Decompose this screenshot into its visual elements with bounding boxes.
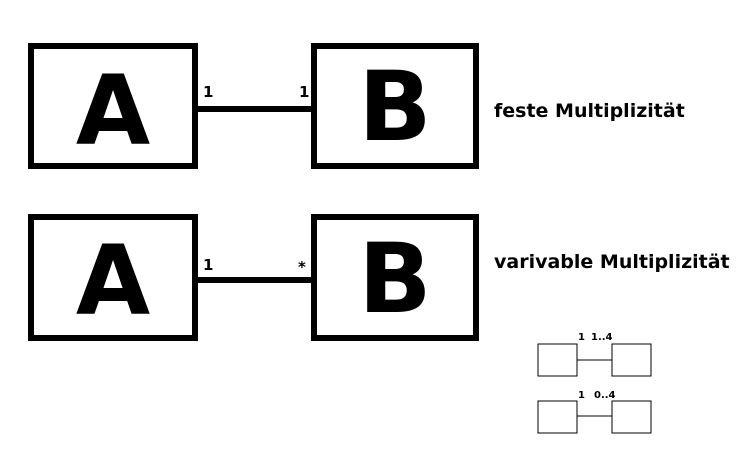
association-fixed: A 1 1 B feste Multiplizität	[28, 43, 685, 169]
class-box-a	[28, 214, 198, 341]
multiplicity-left: 1	[203, 83, 213, 101]
mini-box-left	[537, 400, 578, 434]
multiplicity-right: *	[298, 258, 306, 276]
class-box-b-label: B	[358, 223, 431, 335]
class-box-b-label: B	[358, 51, 431, 163]
mini-box-right	[611, 400, 652, 434]
class-box-b	[311, 43, 479, 169]
class-box-a	[28, 43, 198, 169]
mini-multiplicity-left: 1	[578, 390, 585, 401]
mini-association-2: 1 0..4	[537, 390, 652, 434]
caption-variable: varivable Multiplizität	[494, 251, 730, 273]
multiplicity-left: 1	[203, 256, 213, 274]
class-box-a-label: A	[76, 225, 150, 337]
mini-box-left	[537, 343, 578, 377]
caption-fixed: feste Multiplizität	[494, 100, 685, 122]
association-variable: A 1 * B varivable Multiplizität	[28, 214, 730, 341]
mini-multiplicity-left: 1	[578, 332, 585, 343]
multiplicity-right: 1	[299, 83, 309, 101]
mini-multiplicity-right: 0..4	[594, 390, 616, 401]
mini-box-right	[611, 343, 652, 377]
mini-association-1: 1 1..4	[537, 332, 652, 377]
mini-multiplicity-right: 1..4	[591, 332, 613, 343]
class-box-b	[311, 214, 479, 341]
class-box-a-label: A	[76, 55, 150, 167]
